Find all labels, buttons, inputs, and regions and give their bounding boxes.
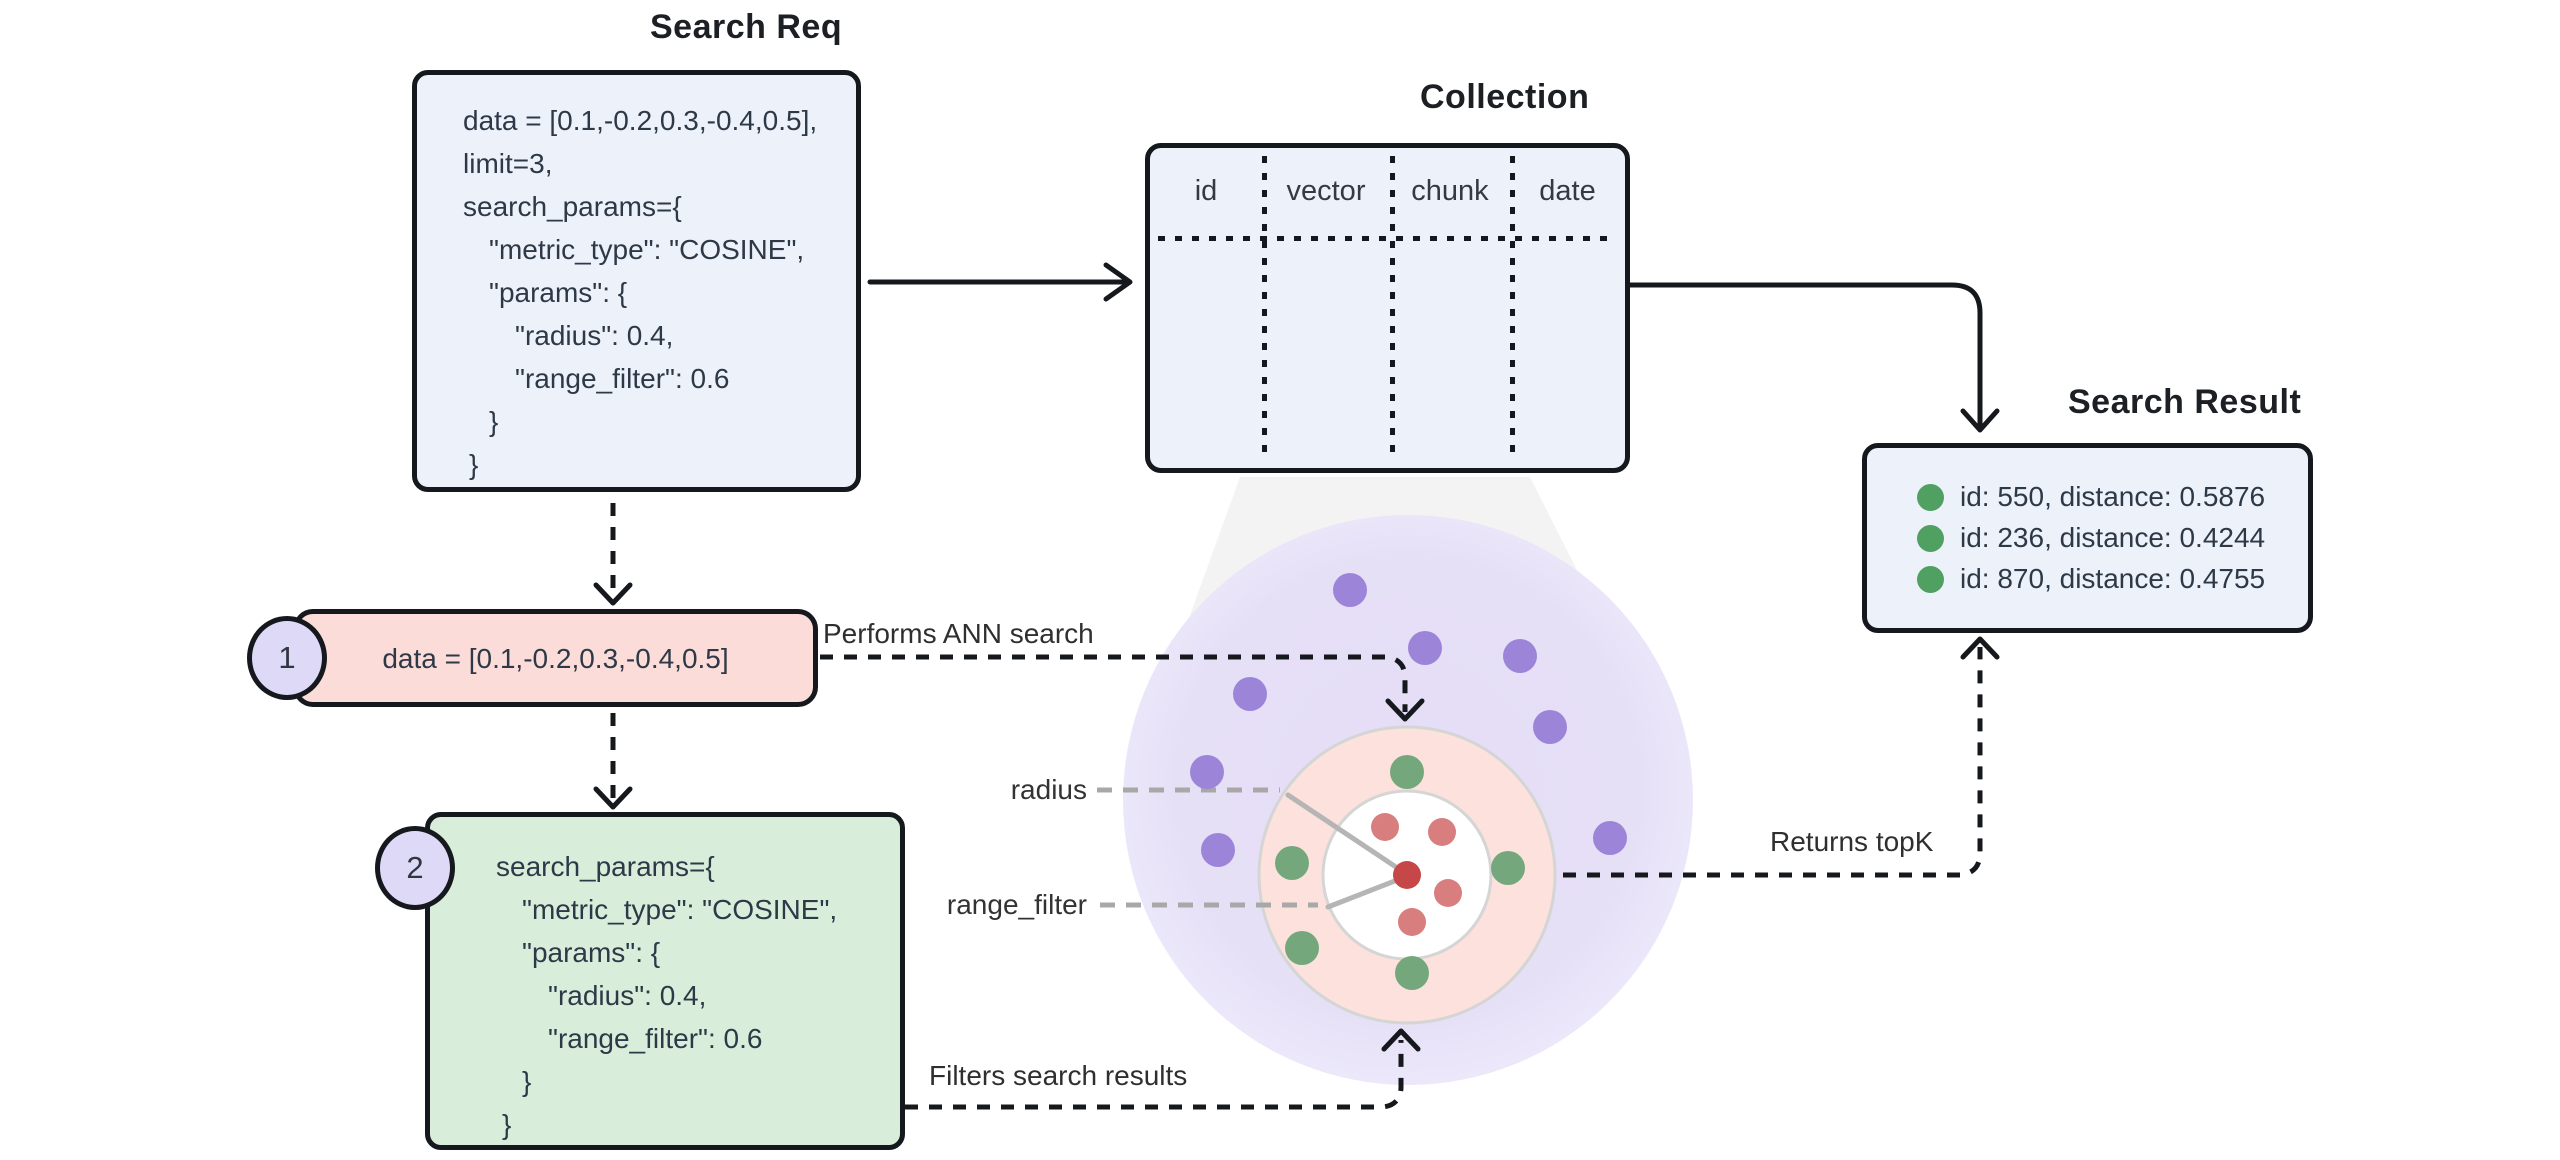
result-row: id: 550, distance: 0.5876: [1917, 481, 2308, 513]
range-hit-vector-dot: [1285, 931, 1319, 965]
search-req-box: data = [0.1,-0.2,0.3,-0.4,0.5], limit=3,…: [412, 70, 861, 492]
header-divider: [1158, 236, 1617, 241]
inner-vector-dot: [1428, 818, 1456, 846]
code-line: search_params={: [496, 851, 715, 882]
result-bullet-icon: [1917, 524, 1944, 552]
step1-text: data = [0.1,-0.2,0.3,-0.4,0.5]: [382, 642, 729, 674]
query-vector-dot: [1393, 861, 1421, 889]
search-result-box: id: 550, distance: 0.5876 id: 236, dista…: [1862, 443, 2313, 633]
step1-data-pill: data = [0.1,-0.2,0.3,-0.4,0.5]: [293, 609, 818, 707]
collection-vector-dot: [1503, 639, 1537, 673]
range-hit-vector-dot: [1491, 851, 1525, 885]
step2-badge: 2: [375, 826, 455, 910]
result-text: id: 236, distance: 0.4244: [1960, 522, 2266, 553]
collection-vector-dot: [1190, 755, 1224, 789]
range-hit-vector-dot: [1275, 846, 1309, 880]
collection-title: Collection: [1420, 78, 1590, 116]
range-hit-vector-dot: [1390, 755, 1424, 789]
code-line: "radius": 0.4,: [548, 980, 707, 1011]
code-line: "metric_type": "COSINE",: [522, 894, 838, 925]
column-header-chunk: chunk: [1411, 174, 1489, 207]
code-line: "params": {: [522, 937, 661, 968]
code-line: data = [0.1,-0.2,0.3,-0.4,0.5],: [463, 105, 818, 136]
code-line: }: [502, 1109, 512, 1140]
code-line: }: [469, 449, 479, 480]
search-result-title: Search Result: [2068, 383, 2302, 421]
result-bullet-icon: [1917, 483, 1944, 511]
result-row: id: 870, distance: 0.4755: [1917, 563, 2308, 595]
collection-table: id vector chunk date: [1145, 143, 1630, 473]
column-header-date: date: [1539, 174, 1596, 207]
code-line: }: [489, 406, 499, 437]
result-text: id: 550, distance: 0.5876: [1960, 481, 2266, 512]
collection-vector-dot: [1533, 710, 1567, 744]
search-req-title: Search Req: [650, 8, 843, 46]
step2-params-box: search_params={ "metric_type": "COSINE",…: [425, 812, 905, 1150]
result-bullet-icon: [1917, 565, 1944, 593]
collection-vector-dot: [1408, 631, 1442, 665]
code-line: "params": {: [489, 277, 628, 308]
column-header-id: id: [1194, 174, 1218, 207]
column-divider: [1510, 156, 1515, 460]
code-line: "radius": 0.4,: [515, 320, 674, 351]
code-line: "range_filter": 0.6: [548, 1023, 763, 1054]
inner-vector-dot: [1398, 908, 1426, 936]
column-header-vector: vector: [1286, 174, 1366, 207]
code-line: limit=3,: [463, 148, 553, 179]
radius-line: [1285, 792, 1408, 876]
collection-vector-dot: [1201, 833, 1235, 867]
step1-to-step2-arrow: [593, 713, 633, 810]
collection-vector-dot: [1333, 573, 1367, 607]
performs-ann-arrow: [820, 654, 1425, 722]
range-filter-label: range_filter: [946, 889, 1087, 920]
step1-badge: 1: [247, 616, 327, 700]
range-hit-vector-dot: [1395, 956, 1429, 990]
collection-to-result-arrow: [1627, 282, 2000, 433]
result-row: id: 236, distance: 0.4244: [1917, 522, 2308, 554]
code-line: "range_filter": 0.6: [515, 363, 730, 394]
radius-label: radius: [1010, 774, 1087, 805]
returns-topk-arrow: [1563, 636, 2000, 878]
collection-vector-dot: [1233, 677, 1267, 711]
req-to-collection-arrow: [867, 262, 1133, 302]
filters-results-label: Filters search results: [929, 1060, 1188, 1091]
code-line: }: [522, 1066, 532, 1097]
range-filter-line: [1325, 874, 1408, 910]
performs-ann-label: Performs ANN search: [823, 618, 1094, 649]
column-divider: [1390, 156, 1395, 460]
inner-vector-dot: [1371, 813, 1399, 841]
inner-vector-dot: [1434, 879, 1462, 907]
returns-topk-label: Returns topK: [1770, 826, 1934, 857]
code-line: search_params={: [463, 191, 682, 222]
code-line: "metric_type": "COSINE",: [489, 234, 805, 265]
req-to-step1-arrow: [593, 503, 633, 606]
collection-vector-dot: [1593, 821, 1627, 855]
column-divider: [1262, 156, 1267, 460]
result-text: id: 870, distance: 0.4755: [1960, 563, 2266, 594]
filters-results-arrow: [905, 1028, 1421, 1110]
